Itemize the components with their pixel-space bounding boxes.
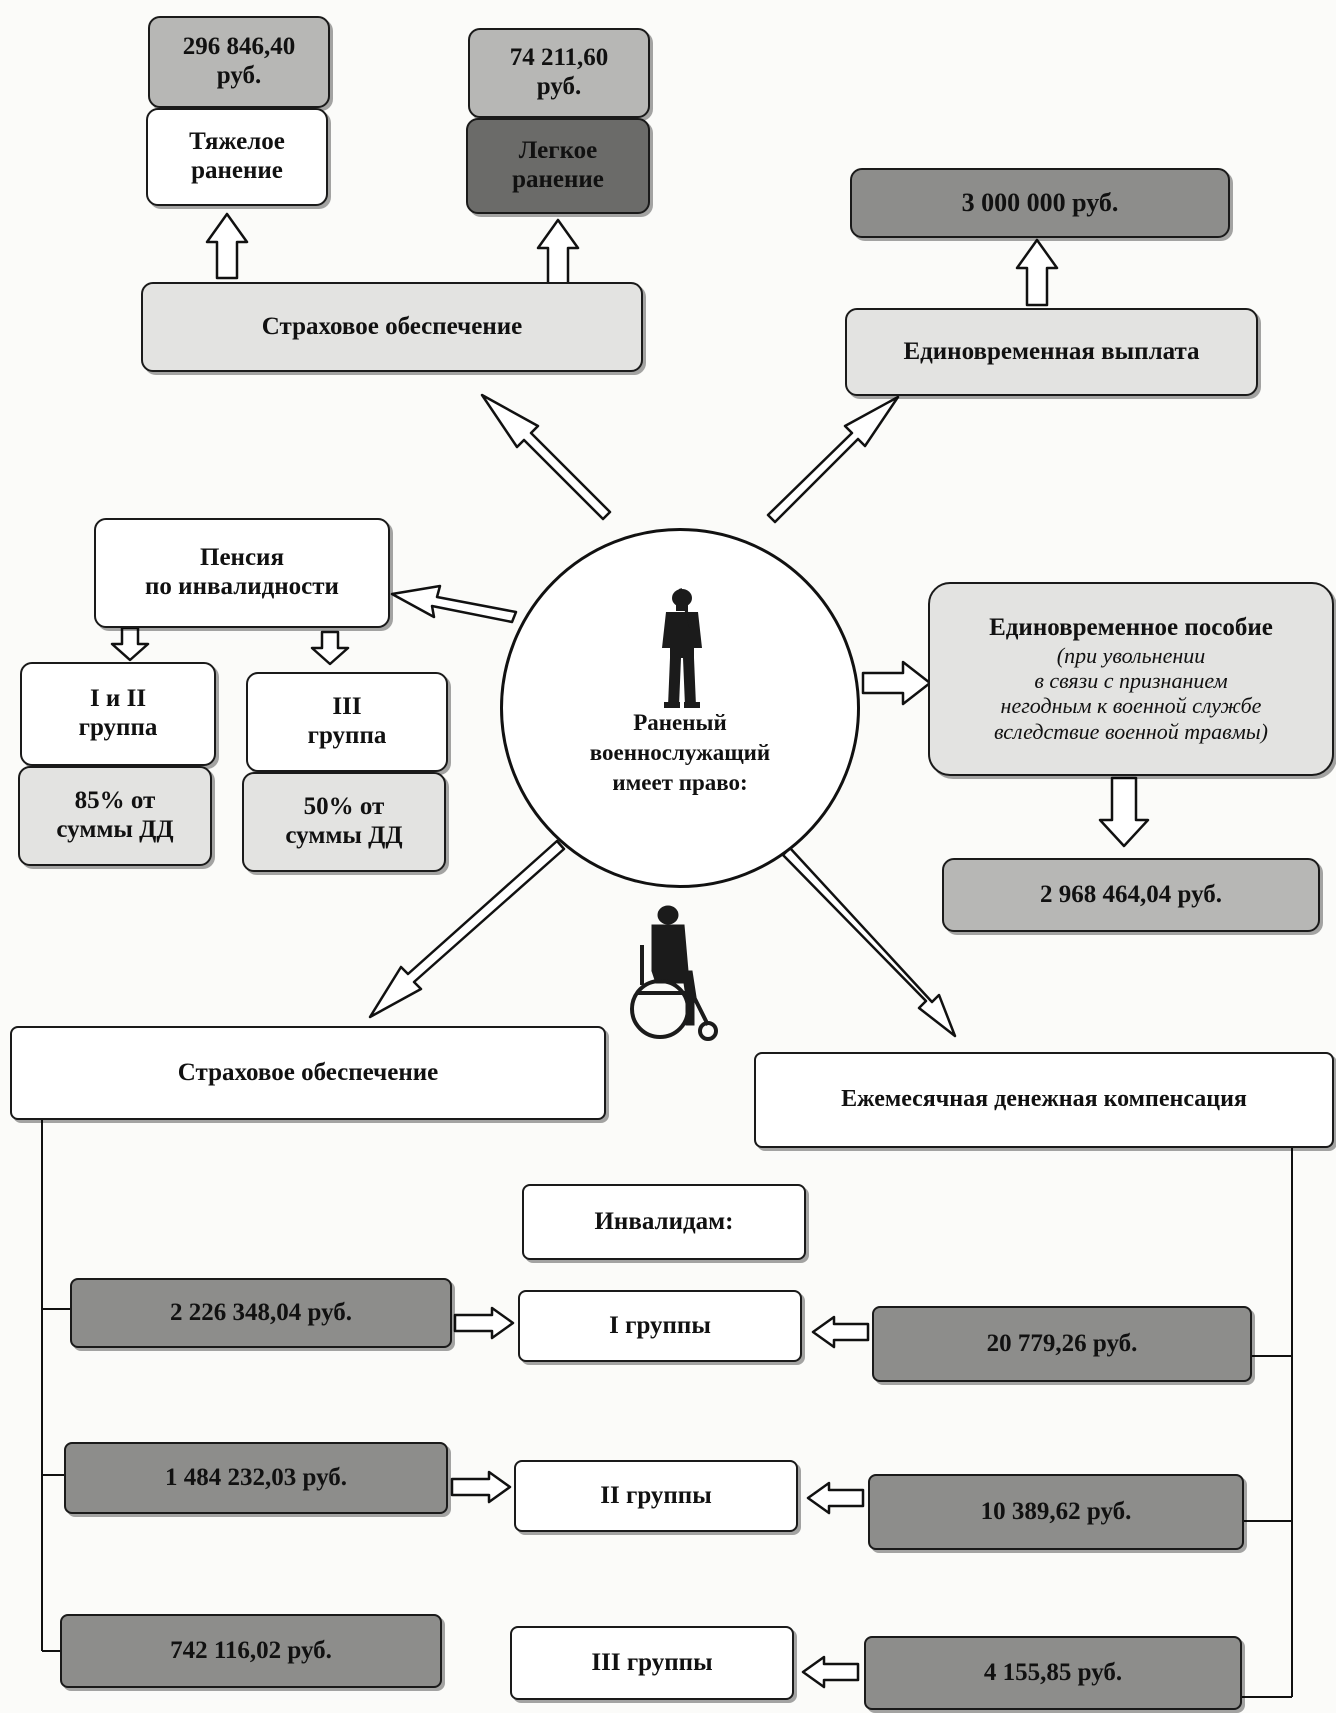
light-wound-line2: ранение	[512, 166, 604, 193]
pension-box: Пенсия по инвалидности	[94, 518, 390, 628]
arrow-ins-group1	[453, 1306, 515, 1340]
pension-line1: Пенсия	[200, 544, 284, 572]
wheelchair-icon	[630, 905, 718, 1041]
heavy-amount-line2: руб.	[216, 62, 262, 89]
group3-pct-line2: суммы ДД	[285, 822, 403, 849]
group2-insurance-box: 1 484 232,03 руб.	[64, 1442, 448, 1514]
arrow-to-bottom-compensation	[781, 846, 957, 1038]
center-label: Раненый военнослужащий имеет право:	[560, 708, 800, 798]
group3-box: III группы	[510, 1626, 794, 1700]
group3-insurance-box: 742 116,02 руб.	[60, 1614, 442, 1688]
group12-line2: группа	[78, 714, 158, 741]
arrow-up-light	[536, 218, 580, 287]
arrow-to-pension	[390, 584, 518, 624]
group1-insurance-amount: 2 226 348,04 руб.	[170, 1298, 352, 1326]
bracket-right	[1242, 1148, 1293, 1698]
allowance-amount: 2 968 464,04 руб.	[1040, 880, 1222, 908]
heavy-amount-line1: 296 846,40	[182, 33, 296, 61]
group1-compensation-amount: 20 779,26 руб.	[986, 1329, 1138, 1357]
arrow-to-top-insurance	[480, 393, 612, 521]
group3-compensation-amount: 4 155,85 руб.	[983, 1658, 1123, 1686]
heavy-wound-line1: Тяжелое	[189, 128, 285, 156]
group2-insurance-amount: 1 484 232,03 руб.	[165, 1463, 347, 1491]
group12-pct-line1: 85% от	[74, 787, 156, 815]
group2-box: II группы	[514, 1460, 798, 1532]
light-wound-box: Легкое ранение	[466, 118, 650, 214]
arrow-down-group12	[110, 626, 150, 662]
heavy-wound-box: Тяжелое ранение	[146, 108, 328, 206]
allowance-note-line2: в связи с признанием	[1034, 668, 1228, 694]
group3-label: III группы	[591, 1648, 713, 1676]
allowance-note-line4: вследствие военной травмы)	[993, 718, 1269, 744]
group2-compensation-amount: 10 389,62 руб.	[980, 1497, 1132, 1525]
center-line1: Раненый	[633, 710, 727, 735]
arrow-to-top-payment	[766, 395, 900, 524]
bracket-left	[41, 1096, 72, 1652]
pension-group12-percent-box: 85% от суммы ДД	[18, 766, 212, 866]
invalids-label-box: Инвалидам:	[522, 1184, 806, 1260]
group2-label: II группы	[600, 1481, 712, 1509]
monthly-compensation-title: Ежемесячная денежная компенсация	[841, 1086, 1247, 1113]
soldier-icon	[662, 588, 702, 708]
group3-line2: группа	[307, 722, 387, 749]
group12-line1: I и II	[89, 685, 147, 713]
arrow-up-payment	[1015, 238, 1059, 307]
allowance-note-line1: (при увольнении	[1056, 642, 1206, 668]
arrow-up-heavy	[205, 212, 249, 280]
light-amount-line2: руб.	[536, 73, 582, 100]
pension-group3-box: III группа	[246, 672, 448, 772]
arrow-comp-group3	[801, 1655, 860, 1689]
center-line2: военнослужащий	[589, 739, 771, 765]
one-time-payment-title: Единовременная выплата	[903, 337, 1200, 365]
arrow-down-group3	[310, 630, 350, 666]
invalids-label: Инвалидам:	[594, 1207, 734, 1235]
bottom-insurance-box: Страховое обеспечение	[10, 1026, 606, 1120]
light-amount-line1: 74 211,60	[509, 44, 609, 72]
monthly-compensation-box: Ежемесячная денежная компенсация	[754, 1052, 1334, 1148]
allowance-amount-box: 2 968 464,04 руб.	[942, 858, 1320, 932]
group1-compensation-box: 20 779,26 руб.	[872, 1306, 1252, 1382]
light-wound-amount-box: 74 211,60 руб.	[468, 28, 650, 118]
group3-compensation-box: 4 155,85 руб.	[864, 1636, 1242, 1710]
top-insurance-box: Страховое обеспечение	[141, 282, 643, 372]
one-time-payment-amount: 3 000 000 руб.	[961, 188, 1119, 218]
arrow-ins-group2	[450, 1470, 512, 1504]
group2-compensation-box: 10 389,62 руб.	[868, 1474, 1244, 1550]
group3-pct-line1: 50% от	[303, 793, 385, 821]
arrow-down-allowance	[1098, 776, 1150, 848]
allowance-title: Единовременное пособие	[989, 614, 1273, 642]
heavy-wound-line2: ранение	[191, 157, 283, 184]
one-time-payment-box: Единовременная выплата	[845, 308, 1258, 396]
allowance-note-line3: негодным к военной службе	[1000, 693, 1262, 719]
group3-insurance-amount: 742 116,02 руб.	[170, 1636, 332, 1664]
pension-line2: по инвалидности	[145, 573, 339, 600]
bottom-insurance-title: Страховое обеспечение	[177, 1058, 439, 1086]
center-line3: имеет право:	[612, 769, 748, 795]
group1-insurance-box: 2 226 348,04 руб.	[70, 1278, 452, 1348]
group12-pct-line2: суммы ДД	[56, 816, 174, 843]
arrow-to-allowance	[861, 660, 932, 706]
arrow-to-bottom-insurance	[368, 839, 566, 1019]
arrow-comp-group1	[811, 1315, 870, 1349]
heavy-wound-amount-box: 296 846,40 руб.	[148, 16, 330, 108]
arrow-comp-group2	[806, 1481, 865, 1515]
one-time-payment-amount-box: 3 000 000 руб.	[850, 168, 1230, 238]
light-wound-line1: Легкое	[518, 137, 598, 165]
group1-box: I группы	[518, 1290, 802, 1362]
top-insurance-title: Страховое обеспечение	[261, 312, 523, 340]
pension-group12-box: I и II группа	[20, 662, 216, 766]
group1-label: I группы	[609, 1311, 711, 1339]
pension-group3-percent-box: 50% от суммы ДД	[242, 772, 446, 872]
group3-line1: III	[332, 693, 362, 721]
allowance-box: Единовременное пособие (при увольнении в…	[928, 582, 1334, 776]
